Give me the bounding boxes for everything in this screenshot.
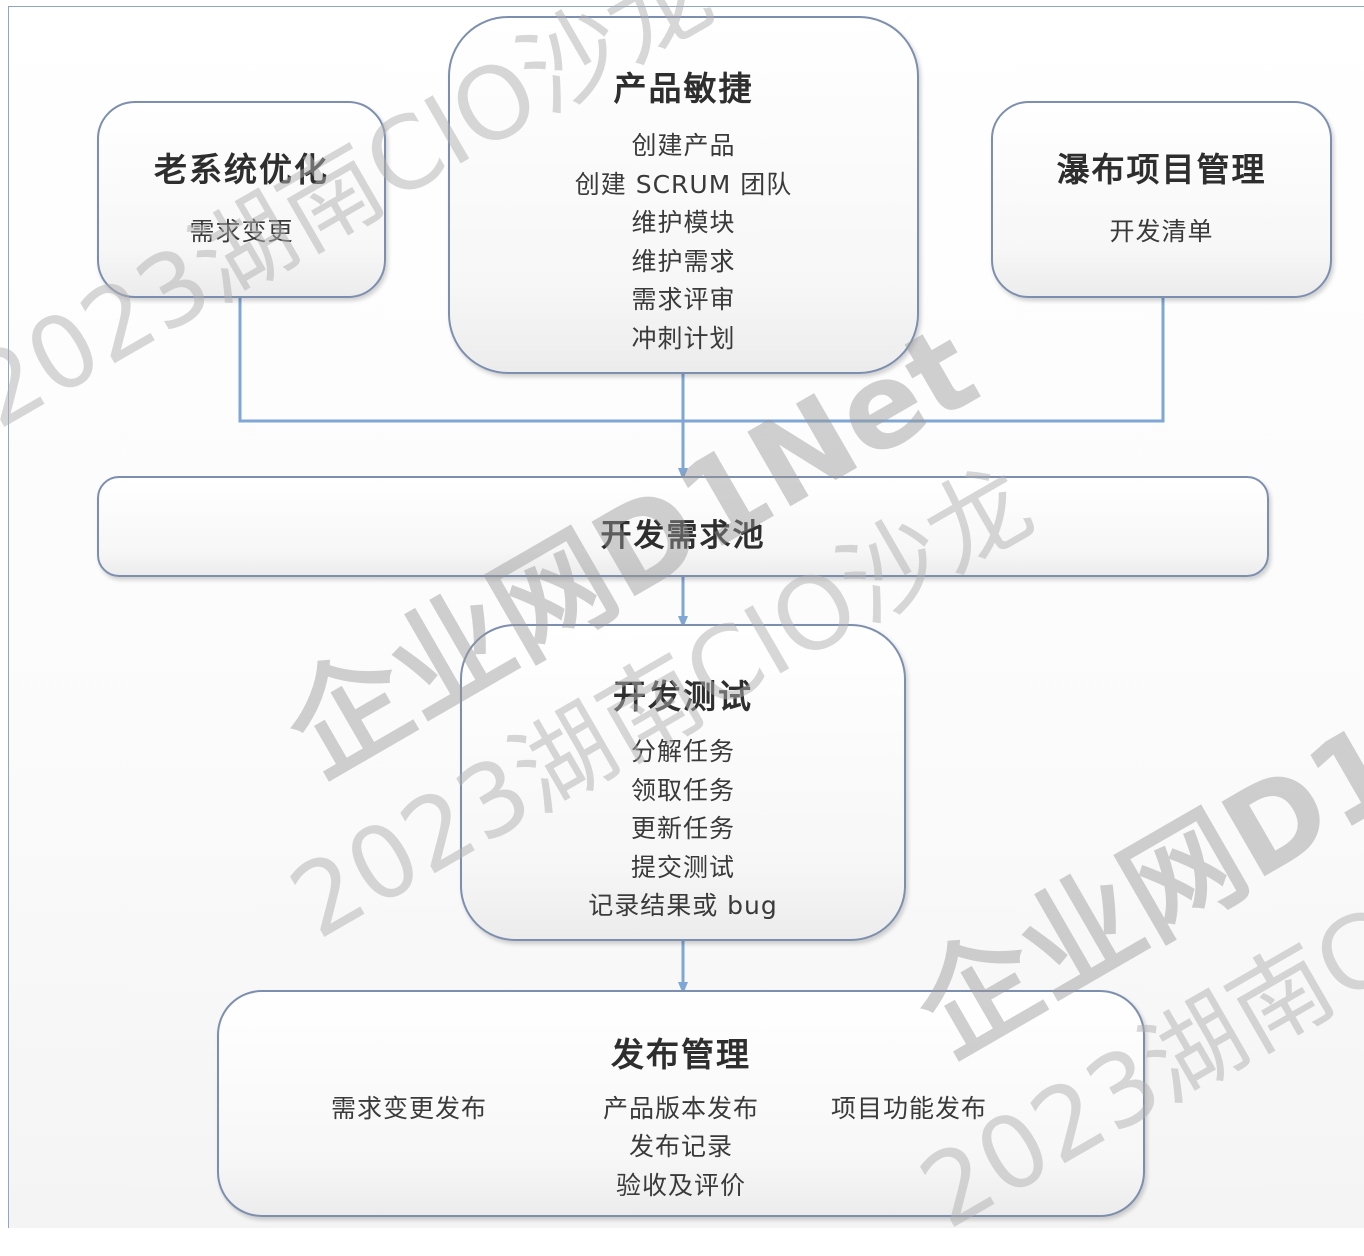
release-item: 验收及评价 — [615, 1171, 746, 1200]
node-product-item: 冲刺计划 — [631, 323, 736, 353]
node-devtest-item: 记录结果或 bug — [588, 891, 778, 920]
node-devtest-item: 更新任务 — [630, 814, 735, 843]
node-legacy-title: 老系统优化 — [154, 150, 329, 189]
node-release-management: 发布管理 需求变更发布 产品版本发布 项目功能发布 发布记录 验收及评价 — [217, 990, 1145, 1217]
node-product-item: 创建产品 — [631, 131, 736, 160]
node-product-item: 需求评审 — [631, 285, 736, 314]
node-waterfall-item: 开发清单 — [1109, 217, 1214, 246]
node-devtest-item: 提交测试 — [630, 852, 735, 882]
node-dev-test: 开发测试 分解任务 领取任务 更新任务 提交测试 记录结果或 bug — [460, 624, 906, 941]
node-dev-requirement-pool: 开发需求池 — [97, 476, 1269, 577]
node-devtest-title: 开发测试 — [613, 677, 753, 716]
connectors — [238, 298, 1165, 994]
node-product-agile: 产品敏捷 创建产品 创建 SCRUM 团队 维护模块 维护需求 需求评审 冲刺计… — [448, 16, 919, 374]
node-product-item: 维护模块 — [631, 208, 736, 237]
node-product-item: 创建 SCRUM 团队 — [574, 169, 793, 199]
connector-legacy-to-merge — [238, 298, 683, 423]
connector-waterfall-to-merge — [683, 298, 1165, 423]
node-release-title: 发布管理 — [611, 1035, 751, 1074]
node-devtest-item: 分解任务 — [630, 737, 735, 766]
release-item: 发布记录 — [628, 1132, 733, 1161]
node-legacy-optimization: 老系统优化 需求变更 — [97, 101, 386, 298]
release-row-center: 产品版本发布 — [602, 1094, 759, 1123]
node-pool-title: 开发需求池 — [600, 518, 766, 554]
node-legacy-item: 需求变更 — [189, 217, 294, 246]
node-product-title: 产品敏捷 — [613, 69, 754, 108]
node-waterfall-pm: 瀑布项目管理 开发清单 — [991, 101, 1332, 298]
node-waterfall-title: 瀑布项目管理 — [1056, 150, 1267, 189]
node-product-item: 维护需求 — [631, 246, 736, 276]
release-row-right: 项目功能发布 — [831, 1094, 988, 1123]
node-devtest-item: 领取任务 — [630, 775, 735, 805]
release-row-left: 需求变更发布 — [331, 1094, 488, 1123]
